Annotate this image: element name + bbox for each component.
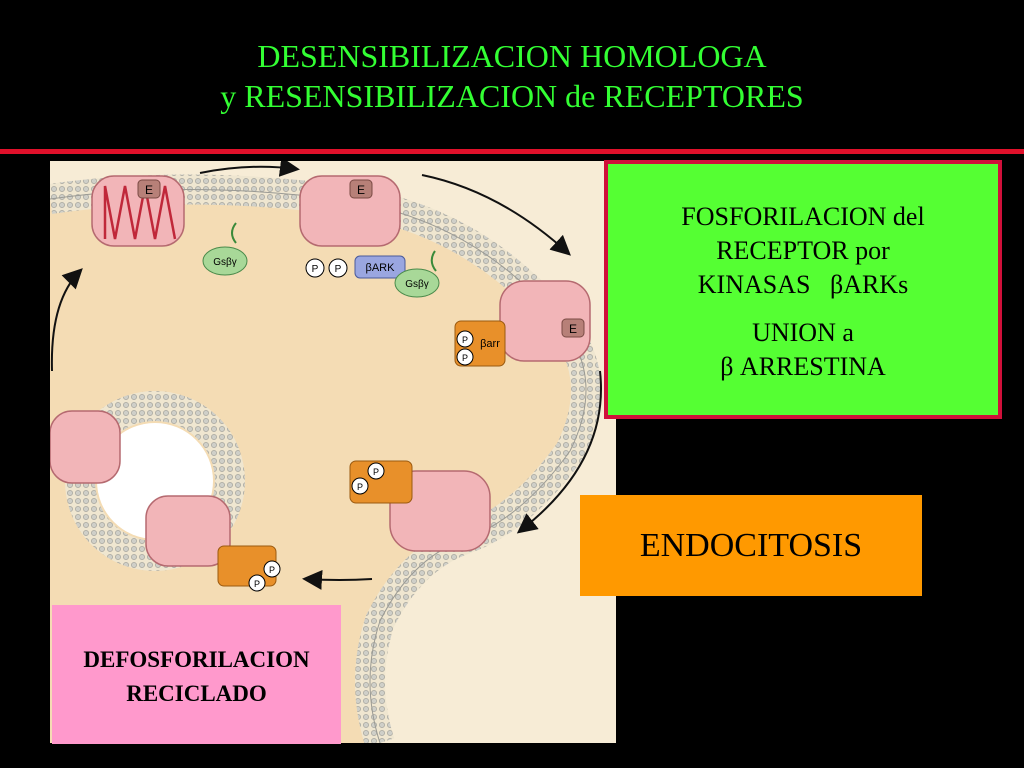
defosforilacion-box: DEFOSFORILACION RECICLADO	[52, 605, 341, 744]
receptor-active: E	[91, 175, 185, 247]
membrane-midline	[50, 189, 587, 743]
ligand-label: E	[145, 183, 153, 197]
receptor-cycle-figure: E Gsβγ E P P βARK Gsβγ	[50, 161, 616, 743]
fosfo-line-1: FOSFORILACION del	[681, 202, 925, 231]
phosphate-label: P	[254, 579, 260, 589]
gs-label: Gsβγ	[213, 257, 237, 268]
page-title: DESENSIBILIZACION HOMOLOGA y RESENSIBILI…	[0, 36, 1024, 116]
fosfo-line-2: RECEPTOR por	[716, 236, 890, 265]
cycle-arrow-3	[516, 370, 602, 534]
ligand-label: E	[357, 183, 365, 197]
endocitosis-box: ENDOCITOSIS	[580, 495, 922, 596]
ligand-label: E	[569, 322, 577, 336]
phosphate-label: P	[373, 467, 379, 477]
title-line-1: DESENSIBILIZACION HOMOLOGA	[257, 38, 767, 74]
g-protein-2: Gsβγ	[394, 250, 440, 298]
gs-label: Gsβγ	[405, 279, 429, 290]
endocitosis-label: ENDOCITOSIS	[639, 527, 863, 564]
phosphate-label: P	[335, 264, 342, 275]
receptor-cycle-diagram: E Gsβγ E P P βARK Gsβγ	[50, 161, 616, 743]
cycle-arrow-4	[302, 569, 373, 590]
cycle-arrow-5	[50, 268, 83, 372]
defo-line-2: RECICLADO	[126, 681, 267, 706]
cycle-arrow-2	[421, 174, 571, 256]
receptor-endosome-bottom: P P	[145, 495, 281, 592]
cycle-arrow-1	[199, 161, 300, 177]
g-protein-1: Gsβγ	[202, 222, 248, 276]
receptor-internalizing: P P	[349, 460, 491, 552]
fosforilacion-box: FOSFORILACION del RECEPTOR por KINASAS β…	[604, 160, 1002, 419]
fosfo-line-5: β ARRESTINA	[720, 352, 886, 381]
barr-label: βarr	[480, 338, 500, 350]
receptor-endosome-top	[50, 410, 121, 484]
title-line-2: y RESENSIBILIZACION de RECEPTORES	[220, 78, 804, 114]
phosphate-label: P	[462, 353, 468, 363]
phosphate-label: P	[357, 482, 363, 492]
phosphate-label: P	[312, 264, 319, 275]
bark-label: βARK	[366, 262, 396, 274]
cytoplasm	[50, 189, 586, 743]
phosphate-label: P	[269, 565, 275, 575]
fosfo-line-4: UNION a	[752, 318, 854, 347]
defo-line-1: DEFOSFORILACION	[83, 647, 310, 672]
phosphate-label: P	[462, 335, 468, 345]
title-divider	[0, 149, 1024, 154]
receptor-arrestin-bound: E βarr P P	[454, 280, 591, 367]
fosfo-line-3: KINASAS βARKs	[697, 270, 909, 299]
receptor-phosphorylated: E P P βARK	[299, 175, 406, 279]
